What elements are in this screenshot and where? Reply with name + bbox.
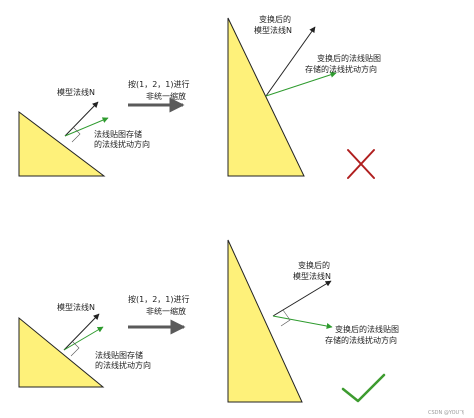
watermark: CSDN @YOU飞 — [428, 410, 464, 416]
wrong-cross-icon — [347, 149, 375, 179]
bottom-left-normal-label: 模型法线N — [57, 302, 95, 312]
bottom-left-normal-arrow — [63, 313, 100, 351]
bottom-right-perturb-label-line2: 存储的法线扰动方向 — [325, 335, 397, 345]
bottom-left-right-angle-mark — [70, 340, 80, 357]
bottom-op-label-line1: 按(1，2，1)进行 — [128, 294, 190, 304]
top-right-normal-label-line1: 变换后的 — [259, 14, 291, 24]
bottom-left-perturb-arrow — [63, 326, 104, 351]
top-right-perturb-label-line2: 存储的法线扰动方向 — [305, 64, 377, 74]
bottom-right-perturb-arrow — [272, 315, 333, 329]
bottom-left-perturb-label-line1: 法线贴图存储 — [95, 350, 143, 360]
bottom-right-right-angle-mark — [280, 309, 291, 327]
bottom-left-triangle — [18, 316, 105, 388]
top-left-perturb-arrow — [64, 117, 109, 137]
bottom-right-normal-label-line1: 变换后的 — [298, 260, 330, 270]
correct-check-icon — [341, 373, 386, 403]
top-left-normal-arrow — [64, 101, 99, 137]
bottom-right-triangle — [227, 239, 303, 403]
bottom-left-perturb-label-line2: 的法线扰动方向 — [95, 360, 151, 370]
top-left-normal-label: 模型法线N — [57, 87, 95, 97]
top-right-normal-label-line2: 模型法线N — [254, 25, 292, 35]
top-right-triangle — [227, 17, 305, 177]
top-right-perturb-label-line1: 变换后的法线贴图 — [317, 53, 381, 63]
top-left-perturb-label-line1: 法线贴图存储 — [94, 129, 142, 139]
bottom-row: 模型法线N 法线贴图存储 的法线扰动方向 按(1，2，1)进行 非统一缩放 变换… — [18, 239, 399, 403]
top-row: 模型法线N 法线贴图存储 的法线扰动方向 按(1，2，1)进行 非统一缩放 变换… — [18, 14, 381, 179]
top-left-triangle — [18, 110, 106, 177]
top-op-label-line2: 非统一缩放 — [146, 91, 186, 101]
top-left-right-angle-mark — [71, 126, 81, 143]
bottom-right-normal-label-line2: 模型法线N — [293, 271, 331, 281]
top-op-label-line1: 按(1，2，1)进行 — [128, 79, 190, 89]
bottom-op-label-line2: 非统一缩放 — [146, 306, 186, 316]
top-right-perturb-arrow — [265, 71, 337, 97]
bottom-right-normal-arrow — [272, 280, 332, 317]
top-right-normal-arrow — [265, 26, 316, 97]
top-left-perturb-label-line2: 的法线扰动方向 — [94, 139, 150, 149]
bottom-right-perturb-label-line1: 变换后的法线贴图 — [335, 324, 399, 334]
